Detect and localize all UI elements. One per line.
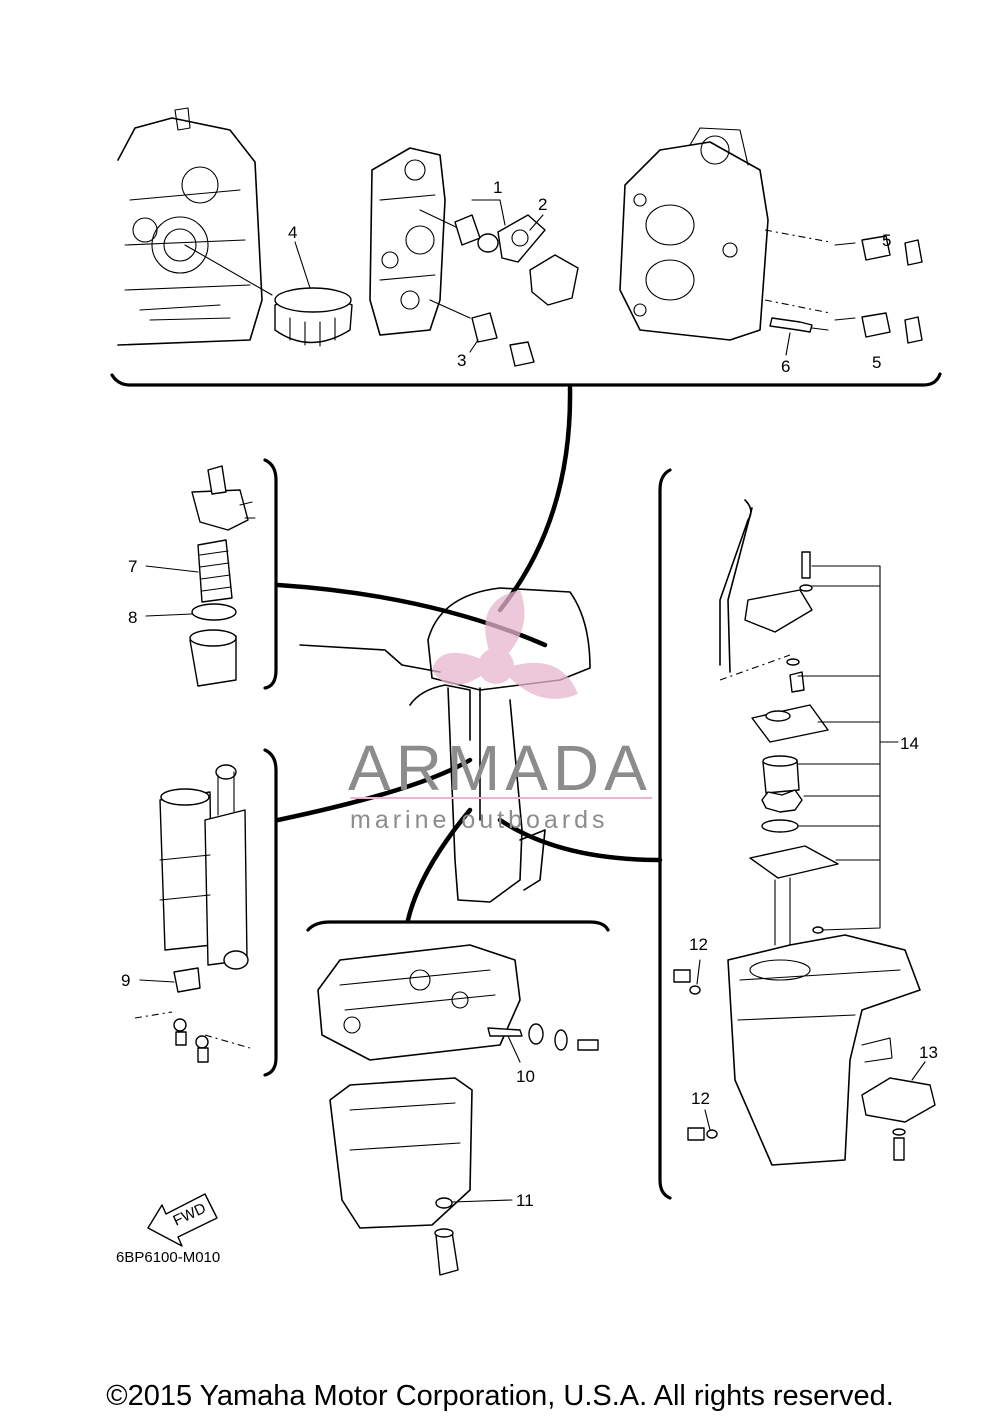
callout-5-upper: 5 bbox=[882, 231, 891, 250]
water-tube bbox=[719, 499, 753, 673]
callout-12-lower: 12 bbox=[691, 1089, 710, 1108]
outboard-motor bbox=[299, 587, 591, 903]
part-8-oring bbox=[145, 603, 237, 621]
part-13-anode bbox=[861, 1061, 936, 1161]
watermark-logo bbox=[432, 590, 578, 699]
water-pump-bracket bbox=[719, 589, 813, 681]
callout-9: 9 bbox=[121, 971, 130, 990]
part-1-thermostat bbox=[454, 199, 506, 253]
thermostat-cover bbox=[529, 254, 579, 306]
callout-10: 10 bbox=[516, 1067, 535, 1086]
part-7-filter-element bbox=[145, 539, 233, 603]
watermark: ARMADA marine outboards bbox=[348, 590, 652, 834]
callout-12-upper: 12 bbox=[689, 935, 708, 954]
callouts: 1 2 3 4 5 5 6 7 8 9 10 11 12 12 13 14 bbox=[121, 178, 938, 1210]
trim-unit bbox=[159, 764, 249, 970]
block-middle bbox=[369, 147, 471, 336]
oil-pan bbox=[329, 1077, 473, 1229]
fwd-arrow: FWD bbox=[147, 1193, 218, 1247]
part-10-sensor bbox=[487, 1023, 599, 1063]
callout-8: 8 bbox=[128, 608, 137, 627]
copyright-notice: ©2015 Yamaha Motor Corporation, U.S.A. A… bbox=[106, 1380, 894, 1412]
part-9-seal bbox=[134, 967, 251, 1063]
callout-5-lower: 5 bbox=[872, 353, 881, 372]
callout-14: 14 bbox=[900, 734, 919, 753]
fuel-filter-assembly bbox=[191, 465, 256, 531]
callout-11: 11 bbox=[516, 1191, 534, 1210]
part-4-oil-filter bbox=[274, 241, 353, 347]
diagram-code: 6BP6100-M010 bbox=[116, 1249, 220, 1266]
crankcase-left bbox=[117, 107, 273, 346]
part-3-anode bbox=[469, 312, 535, 367]
callout-7: 7 bbox=[128, 557, 137, 576]
part-14-pump-kit bbox=[749, 551, 899, 946]
lower-casing bbox=[317, 944, 521, 1061]
connector-lines bbox=[275, 385, 663, 923]
cylinder-head-right bbox=[619, 127, 831, 341]
callout-3: 3 bbox=[457, 351, 466, 370]
watermark-brand: ARMADA bbox=[348, 732, 652, 804]
part-5-upper bbox=[834, 235, 923, 266]
part-2-gasket bbox=[497, 214, 546, 263]
bracket-fuel-filter bbox=[263, 458, 278, 690]
callout-4: 4 bbox=[288, 223, 297, 242]
part-12-screws bbox=[673, 959, 718, 1141]
bracket-trim bbox=[263, 748, 278, 1077]
top-bracket bbox=[110, 372, 942, 387]
bracket-lower-unit bbox=[658, 468, 672, 1200]
watermark-tagline: marine outboards bbox=[350, 806, 609, 834]
bracket-oil-pan bbox=[306, 920, 610, 932]
callout-2: 2 bbox=[538, 195, 547, 214]
callout-13: 13 bbox=[919, 1043, 938, 1062]
fuel-filter-cup bbox=[189, 629, 237, 687]
part-6-spark-plug bbox=[769, 317, 829, 356]
callout-1: 1 bbox=[493, 178, 502, 197]
callout-6: 6 bbox=[781, 357, 790, 376]
part-11-gasket bbox=[434, 1197, 513, 1276]
gear-case bbox=[727, 934, 921, 1166]
part-5-lower bbox=[834, 312, 923, 344]
